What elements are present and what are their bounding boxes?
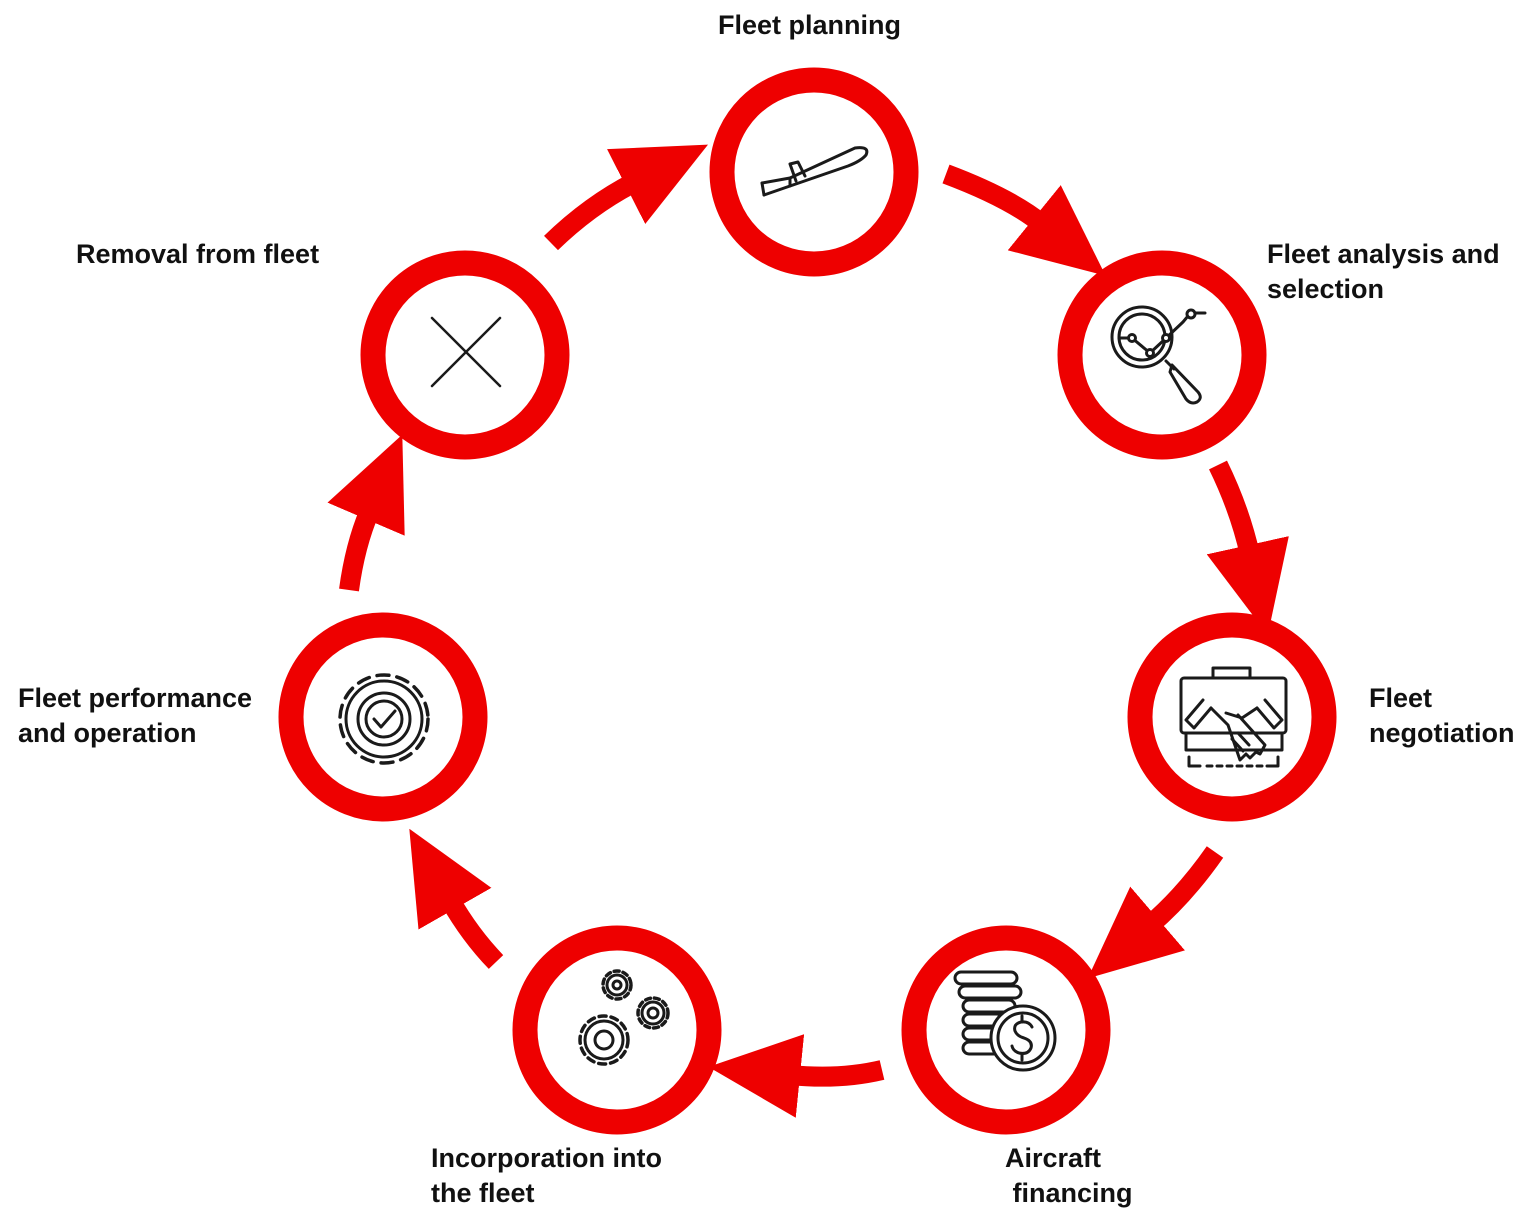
step-label-fleet-analysis: Fleet analysis and selection — [1267, 239, 1500, 304]
step-label-incorporation: Incorporation into the fleet — [431, 1143, 662, 1208]
gears-icon — [578, 969, 670, 1066]
airplane-icon — [760, 146, 869, 197]
step-label-performance: Fleet performance and operation — [18, 683, 253, 748]
coins-dollar-icon — [953, 970, 1057, 1072]
arrow-removal-to-planning — [544, 144, 709, 251]
step-ring-removal — [360, 250, 570, 460]
briefcase-handshake-icon — [1179, 666, 1288, 768]
step-ring-incorporation — [512, 925, 722, 1135]
step-ring-performance — [278, 612, 488, 822]
close-icon — [430, 316, 502, 388]
step-label-removal: Removal from fleet — [76, 239, 320, 269]
arrow-incorporation-to-performance — [409, 828, 504, 969]
arrow-financing-to-incorporation — [708, 1034, 885, 1118]
step-ring-fleet-negotiation — [1127, 612, 1337, 822]
step-ring-fleet-planning — [709, 67, 919, 277]
step-ring-fleet-analysis — [1057, 250, 1267, 460]
arrow-performance-to-removal — [327, 434, 405, 592]
magnifier-chart-icon — [1110, 305, 1207, 405]
arrow-analysis-to-negotiation — [1206, 460, 1289, 636]
step-label-fleet-negotiation: Fleet negotiation — [1369, 683, 1515, 748]
arrow-negotiation-to-financing — [1087, 846, 1224, 979]
step-label-aircraft-financing: Aircraft financing — [1005, 1143, 1133, 1208]
step-label-fleet-planning: Fleet planning — [718, 10, 902, 40]
arrow-planning-to-analysis — [942, 164, 1106, 276]
gear-check-icon — [338, 673, 430, 765]
